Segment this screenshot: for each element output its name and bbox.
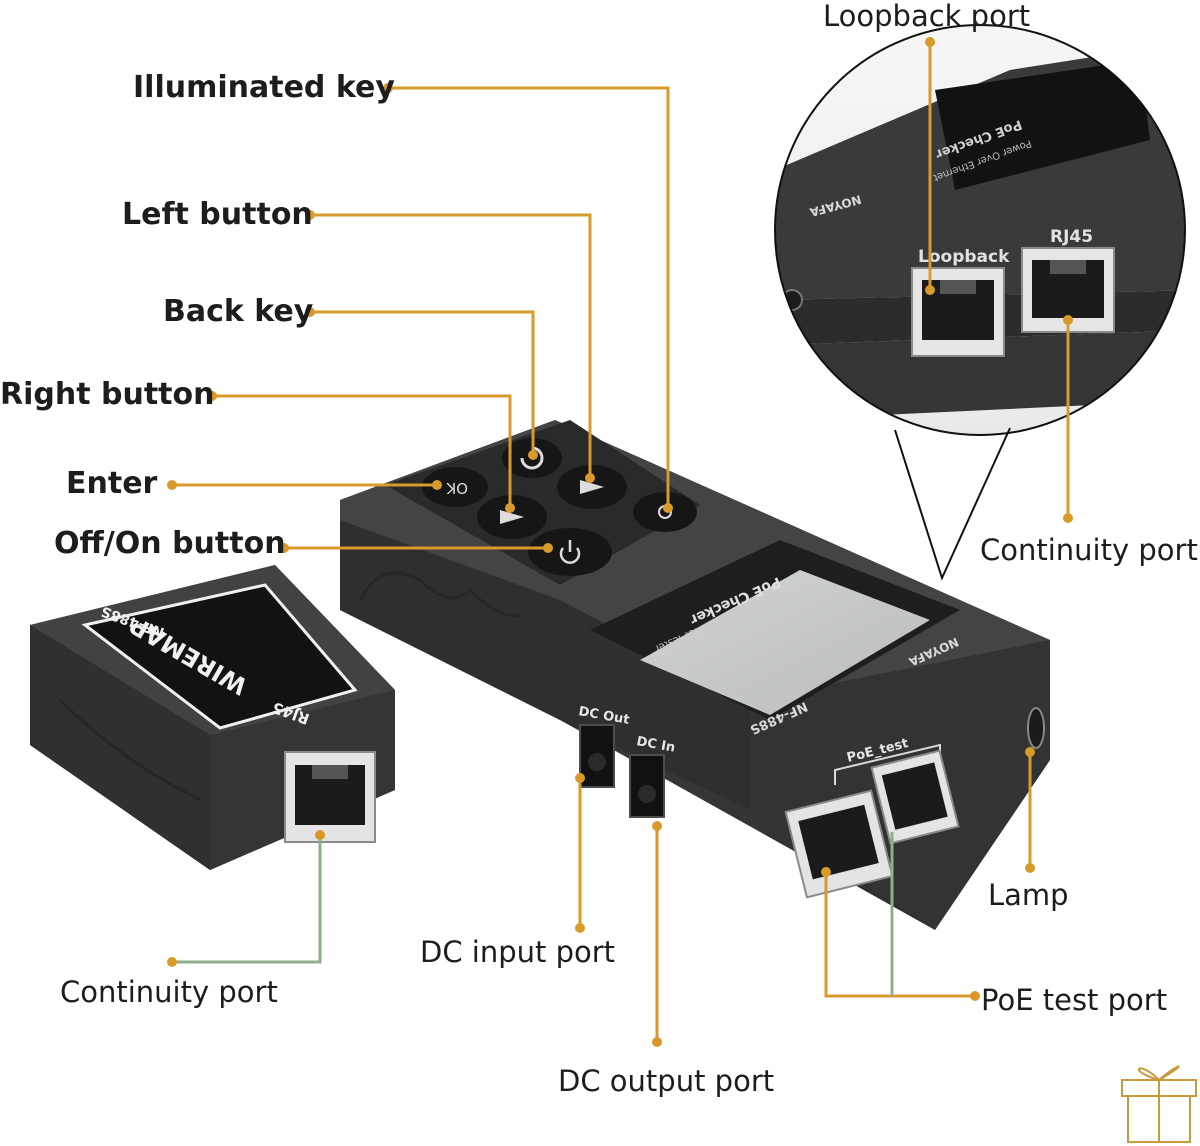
lcd-screen [640,570,930,715]
callout-lamp: Lamp [988,878,1069,912]
right-button[interactable] [477,495,547,539]
power-button[interactable] [528,528,612,576]
gift-icon [1121,1065,1197,1143]
power-icon [559,547,581,564]
callout-loopback-port: Loopback port [823,0,1031,33]
zoom-pointer [894,427,1011,581]
callout-poe-test-port: PoE test port [981,983,1168,1017]
main-tester: PoE Checker Power Over Ethernet Tester N… [340,420,1050,930]
leader-lines [167,37,1073,1047]
callout-continuity-port-remote: Continuity port [60,975,278,1009]
zoom-loopback-label: Loopback [918,247,1010,267]
ok-key-label: OK [445,479,468,497]
zoom-screen [935,60,1150,190]
callout-off-on-button: Off/On button [54,526,286,561]
callout-left-button: Left button [122,197,313,232]
callout-dc-input-port: DC input port [420,935,616,969]
left-button[interactable] [557,465,627,509]
enter-button[interactable]: OK [422,467,488,507]
callout-dc-output-port: DC output port [558,1064,775,1098]
remote-unit: WIREMAP NF-488S RJ45 [30,565,395,870]
callout-illuminated-key: Illuminated key [133,70,395,105]
keypad [385,420,700,585]
callout-enter: Enter [66,466,158,501]
zoom-bubble: PoE Checker Power Over Ethernet NOYAFA L… [774,24,1186,581]
dc-in-label: DC In [635,734,676,756]
callout-continuity-port-main: Continuity port [980,533,1198,567]
zoom-rj45-label: RJ45 [1050,227,1093,247]
callout-back-key: Back key [163,294,314,329]
lamp [1027,707,1045,749]
callout-right-button: Right button [0,377,215,412]
remote-label-plate [81,583,358,730]
